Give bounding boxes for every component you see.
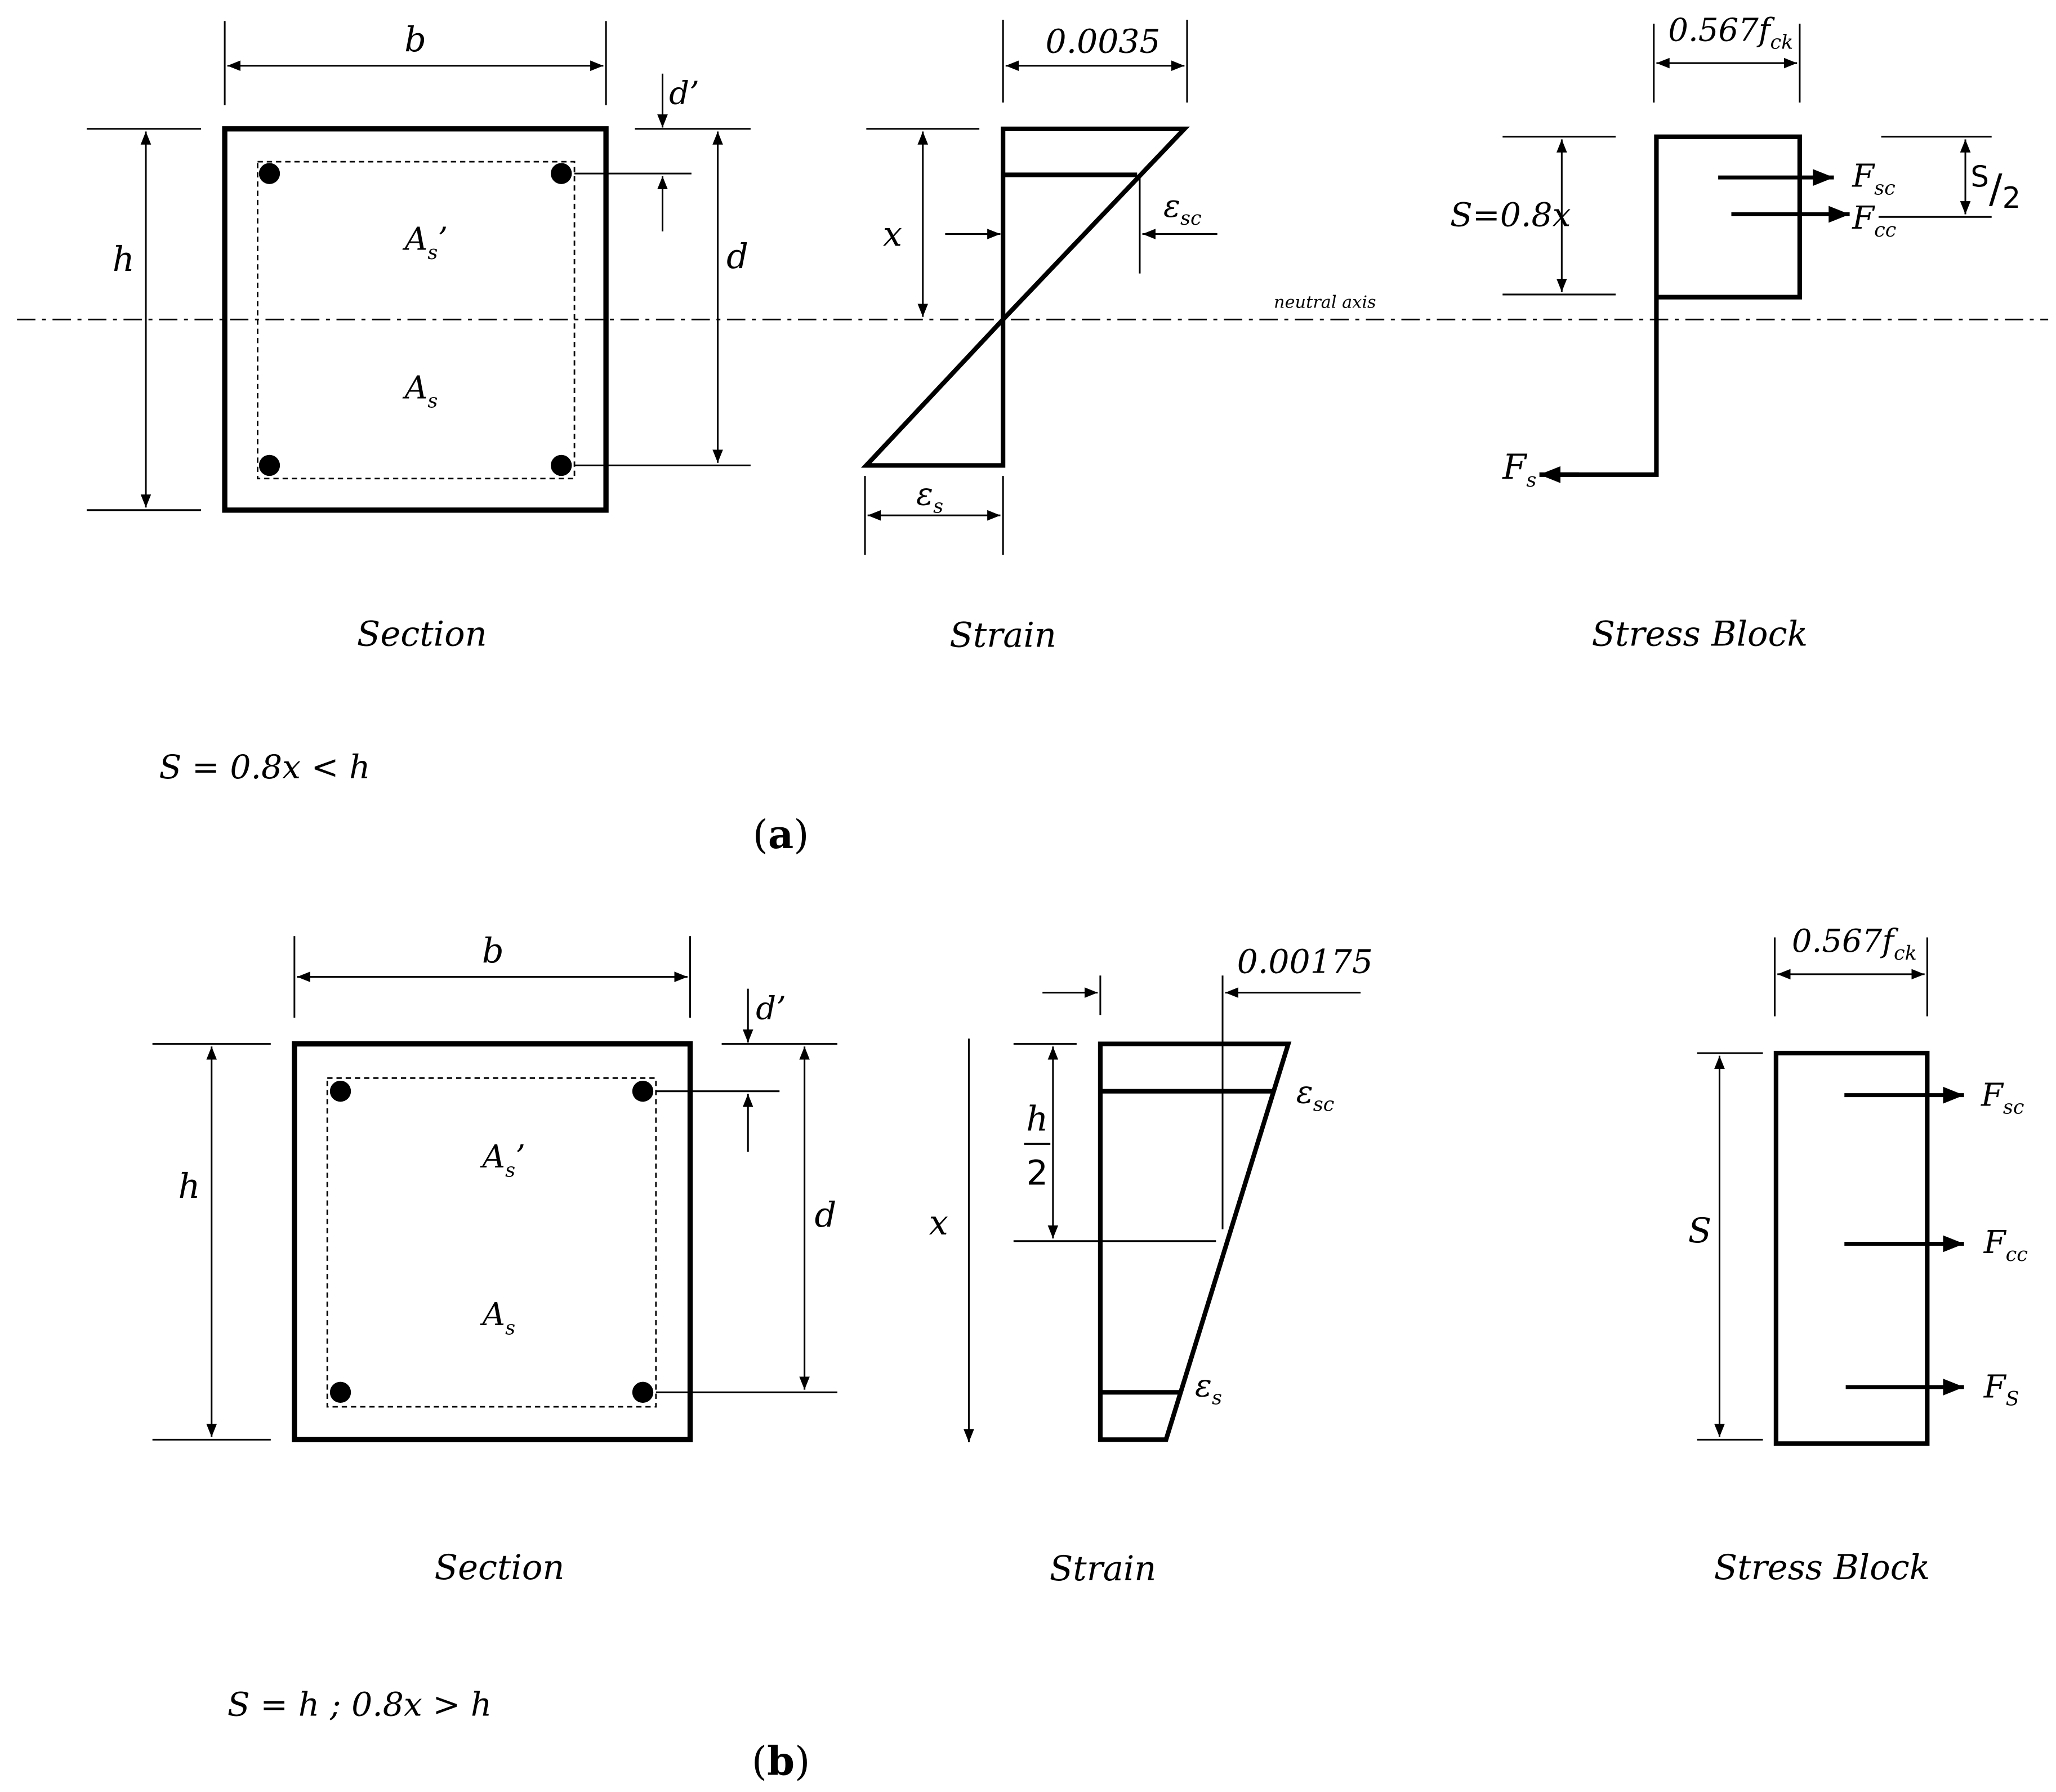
fs-label-b: FS [1983,1369,2019,1411]
dprime-label: d’ [669,75,699,112]
rebar-top-right [551,163,572,184]
section-b: b h d d’ As’ As Section [152,931,837,1588]
h2-numerator: h [1026,1100,1048,1139]
fcc-label-b: Fcc [1983,1224,2028,1266]
stress-b-block [1773,1050,1930,1446]
d-label: d [726,237,748,277]
as-label: As [402,369,438,412]
fcc-label-a: Fcc [1852,200,1896,242]
fs-label-a: Fs [1502,448,1536,492]
rebar-bottom-left-b [329,1381,351,1403]
d-label-b: d [815,1196,837,1235]
h-label-b: h [179,1167,200,1206]
fck-a-label: 0.567fck [1668,12,1793,54]
rebar-top-right-b [632,1081,654,1102]
asp-label-b: As’ [480,1139,525,1182]
section-b-caption: Section [435,1548,565,1588]
rebar-top-left-b [329,1081,351,1102]
section-a-stirrup [257,161,576,480]
section-a: b h d d’ As’ As Section [86,20,751,654]
esc-label-b: εsc [1296,1075,1335,1116]
x-label: x [883,215,902,255]
strain-a-caption: Strain [949,616,1056,656]
section-a-caption: Section [357,614,487,654]
strain-b-caption: Strain [1050,1549,1157,1589]
h-label: h [113,240,135,279]
h2-denominator: 2 [1027,1153,1049,1193]
fsc-label-b: Fsc [1981,1077,2024,1118]
asp-label: As’ [402,221,448,264]
panel-a: neutral axis b h d [17,12,2049,858]
strain-a-top-value: 0.0035 [1045,22,1160,60]
strain-b-diagram [1098,1041,1292,1442]
stress-a-block [1552,134,1802,477]
fck-b-label: 0.567fck [1792,923,1917,965]
condition-a: S = 0.8x < h [159,748,370,786]
strain-a-diagram [860,126,1190,468]
panel-b-label: (b) [752,1738,810,1785]
panel-b: b h d d’ As’ As Section [152,923,2028,1785]
rebar-bottom-right [551,454,572,476]
rebar-bottom-right-b [632,1381,654,1403]
stress-b: 0.567fck S Fsc Fcc FS Stress Block [1688,923,2028,1588]
stress-a-caption: Stress Block [1592,614,1808,654]
es-label-b: εs [1195,1367,1222,1409]
b-label-b: b [482,931,504,971]
strain-b-top-value: 0.00175 [1237,943,1373,981]
strain-b: 0.00175 h 2 x εsc εs Strain [929,943,1373,1589]
dprime-label-b: d’ [756,990,786,1027]
condition-b: S = h ; 0.8x > h [228,1686,492,1724]
neutral-axis-label: neutral axis [1274,292,1376,312]
rebar-top-left [258,163,280,184]
x-label-b: x [929,1203,948,1243]
stress-b-caption: Stress Block [1714,1548,1930,1588]
rebar-bottom-left [258,454,280,476]
esc-label: εsc [1163,188,1202,230]
es-label: εs [916,476,943,518]
section-a-outline [222,126,609,513]
as-label-b: As [480,1296,515,1339]
fsc-label-a: Fsc [1852,158,1895,200]
section-b-outline [292,1041,693,1443]
stress-a: Fs 0.567fck S=0.8x Fsc Fcc [1450,12,2021,654]
strain-a: 0.0035 x εsc εs Strain [860,20,1217,656]
b-label: b [404,20,426,60]
panel-a-label: (a) [753,811,809,858]
s-b-label: S [1688,1211,1712,1251]
s-a-label: S=0.8x [1450,196,1571,234]
section-b-stirrup [326,1077,657,1408]
s2-label: S/2 [1970,161,2021,215]
